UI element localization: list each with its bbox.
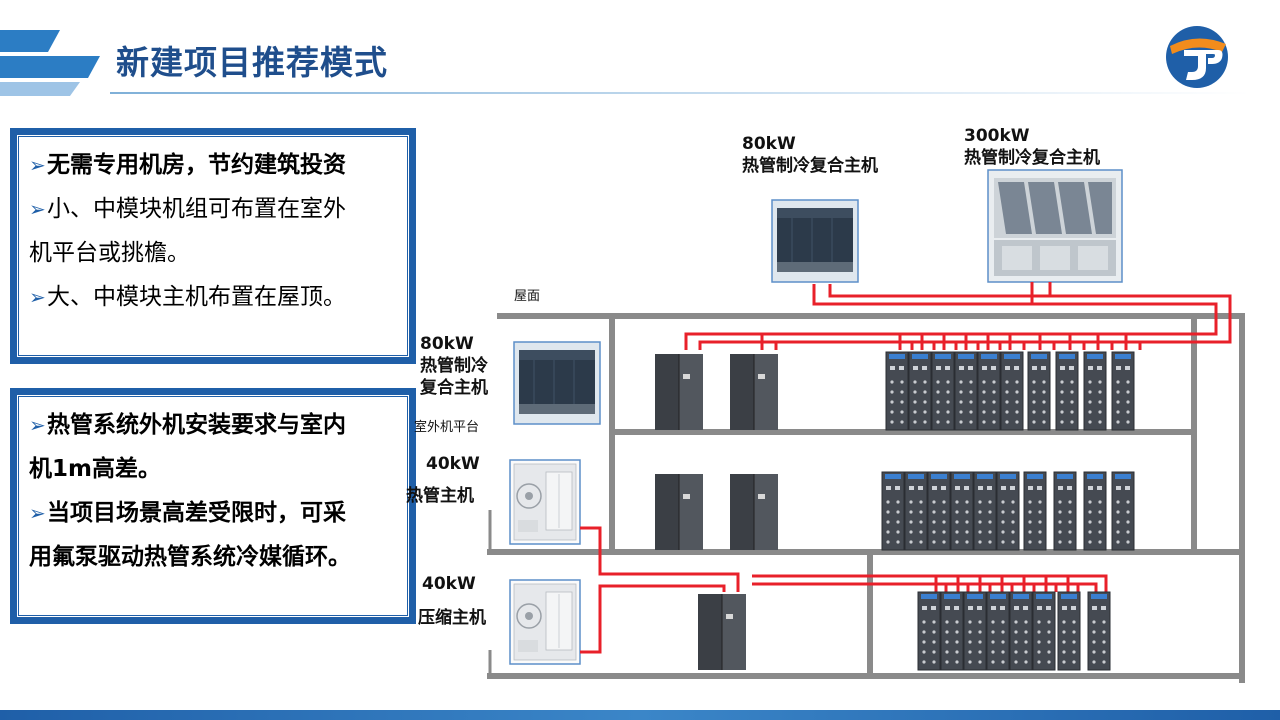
roof-chiller-80kw bbox=[771, 199, 859, 283]
arrow-bullet-icon: ➢ bbox=[29, 501, 46, 525]
platform-unit-80kw-name-2: 复合主机 bbox=[420, 378, 488, 398]
roof-chiller-300kw bbox=[987, 169, 1123, 283]
bullet-continuation: 机平台或挑檐。 bbox=[29, 240, 190, 266]
platform-chiller-80kw bbox=[513, 341, 601, 425]
bullet-item: ➢无需专用机房，节约建筑投资 bbox=[29, 143, 397, 187]
roof-unit-80kw-name: 热管制冷复合主机 bbox=[742, 156, 878, 176]
compressor-unit-40kw-name: 压缩主机 bbox=[418, 608, 486, 628]
roof-unit-80kw-power: 80kW bbox=[742, 134, 796, 154]
rack-row-floor-3 bbox=[917, 591, 1111, 671]
platform-unit-80kw-power: 80kW bbox=[420, 334, 474, 354]
compressor-outdoor-unit-40kw bbox=[509, 579, 581, 665]
bullet-item: ➢小、中模块机组可布置在室外 bbox=[29, 187, 397, 231]
compressor-unit-40kw-power: 40kW bbox=[422, 574, 476, 594]
info-box-height-requirement: ➢热管系统外机安装要求与室内 机1m高差。 ➢当项目场景高差受限时，可采 用氟泵… bbox=[10, 388, 416, 624]
footer-bar bbox=[0, 710, 1280, 720]
bullet-continuation: 机1m高差。 bbox=[29, 456, 161, 482]
bullet-continuation: 用氟泵驱动热管系统冷媒循环。 bbox=[29, 544, 351, 570]
arrow-bullet-icon: ➢ bbox=[29, 285, 46, 309]
refrigerant-pipes bbox=[580, 282, 1232, 654]
rack-row-floor-2 bbox=[881, 471, 1135, 551]
arrow-bullet-icon: ➢ bbox=[29, 153, 46, 177]
crac-unit bbox=[654, 353, 704, 431]
bullet-item: ➢当项目场景高差受限时，可采 bbox=[29, 491, 397, 535]
crac-unit bbox=[729, 353, 779, 431]
heatpipe-unit-40kw-name: 热管主机 bbox=[406, 486, 474, 506]
bullet-item: ➢热管系统外机安装要求与室内 bbox=[29, 403, 397, 447]
bullet-item: ➢大、中模块主机布置在屋顶。 bbox=[29, 275, 397, 319]
header-stripes bbox=[0, 30, 100, 96]
heatpipe-unit-40kw-power: 40kW bbox=[426, 454, 480, 474]
arrow-bullet-icon: ➢ bbox=[29, 413, 46, 437]
roof-unit-300kw-power: 300kW bbox=[964, 126, 1030, 146]
heatpipe-outdoor-unit-40kw bbox=[509, 459, 581, 545]
platform-unit-80kw-name-1: 热管制冷 bbox=[420, 356, 488, 376]
info-box-installation: ➢无需专用机房，节约建筑投资 ➢小、中模块机组可布置在室外 机平台或挑檐。 ➢大… bbox=[10, 128, 416, 364]
header-divider bbox=[110, 92, 1250, 94]
page-title: 新建项目推荐模式 bbox=[116, 43, 388, 82]
company-logo-icon bbox=[1166, 26, 1228, 88]
roof-unit-300kw-name: 热管制冷复合主机 bbox=[964, 148, 1100, 168]
outdoor-platform-label: 室外机平台 bbox=[414, 420, 480, 435]
crac-unit bbox=[729, 473, 779, 551]
crac-unit bbox=[654, 473, 704, 551]
crac-unit bbox=[697, 593, 747, 671]
building-frame bbox=[487, 313, 1245, 683]
arrow-bullet-icon: ➢ bbox=[29, 197, 46, 221]
rack-row-floor-1 bbox=[885, 351, 1135, 431]
roof-label: 屋面 bbox=[514, 289, 541, 304]
